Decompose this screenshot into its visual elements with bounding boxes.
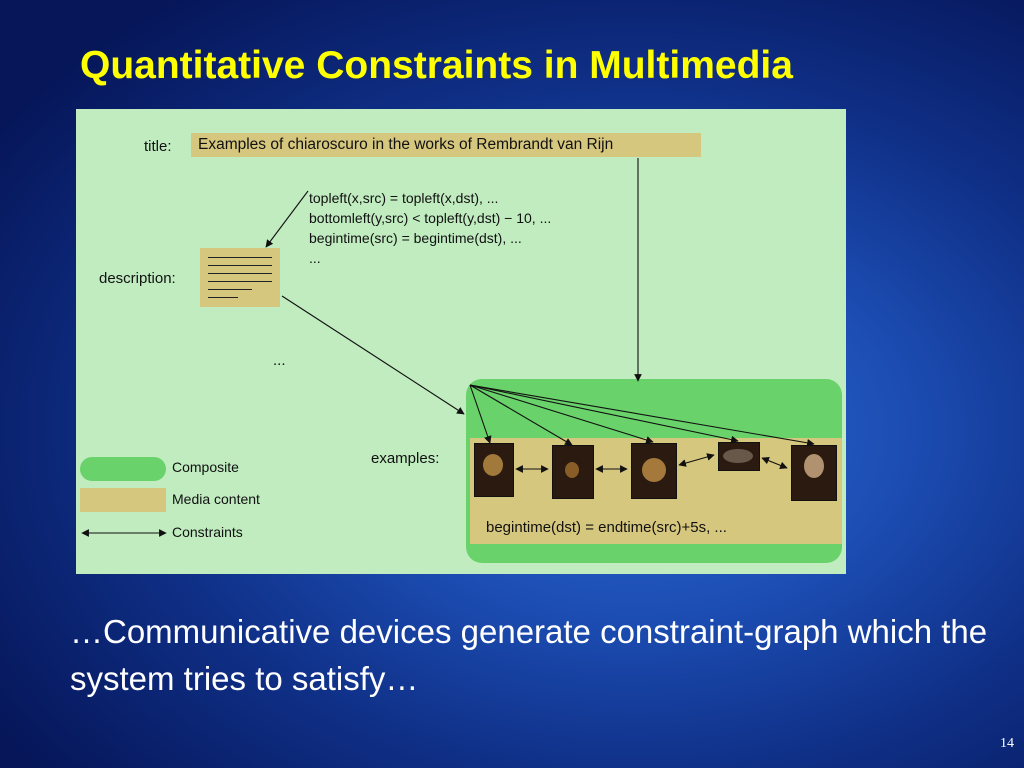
constraint-line: ... xyxy=(309,250,321,266)
arrow-composite-to-painting xyxy=(469,384,739,444)
legend-media-label: Media content xyxy=(172,491,260,507)
legend-composite-swatch xyxy=(80,457,166,481)
painting-thumbnail xyxy=(631,443,677,499)
arrow-description-to-examples xyxy=(281,295,465,415)
page-number: 14 xyxy=(1000,736,1014,751)
constraint-line: bottomleft(y,src) < topleft(y,dst) − 10,… xyxy=(309,210,552,226)
painting-thumbnail xyxy=(718,442,760,471)
slide-caption: …Communicative devices generate constrai… xyxy=(70,613,988,697)
title-label: title: xyxy=(144,138,172,155)
arrow-composite-to-painting xyxy=(469,384,815,447)
description-media-box xyxy=(200,248,280,307)
arrow-painting-sequence xyxy=(678,453,715,467)
arrow-title-to-description xyxy=(265,190,309,248)
arrow-composite-to-painting xyxy=(469,384,654,444)
slide-title: Quantitative Constraints in Multimedia xyxy=(80,44,793,87)
ellipsis-label: ... xyxy=(273,352,286,369)
title-media-box: Examples of chiaroscuro in the works of … xyxy=(191,133,701,157)
examples-label: examples: xyxy=(371,450,440,467)
painting-thumbnail xyxy=(552,445,594,499)
arrow-painting-sequence xyxy=(761,456,788,470)
legend-composite-label: Composite xyxy=(172,459,239,475)
title-box-text: Examples of chiaroscuro in the works of … xyxy=(198,136,614,153)
constraint-diagram: title: Examples of chiaroscuro in the wo… xyxy=(76,109,846,574)
legend-constraints-label: Constraints xyxy=(172,524,243,540)
constraint-line: begintime(src) = begintime(dst), ... xyxy=(309,230,522,246)
painting-thumbnail xyxy=(474,443,514,497)
constraint-line: topleft(x,src) = topleft(x,dst), ... xyxy=(309,190,499,206)
strip-constraint-text: begintime(dst) = endtime(src)+5s, ... xyxy=(486,519,727,536)
description-label: description: xyxy=(99,270,176,287)
arrow-composite-to-painting xyxy=(469,384,573,446)
constraint-list: topleft(x,src) = topleft(x,dst), ... bot… xyxy=(309,188,551,268)
constraint-arrows xyxy=(81,158,815,537)
legend-media-swatch xyxy=(80,488,166,512)
arrow-composite-to-painting xyxy=(469,384,492,444)
